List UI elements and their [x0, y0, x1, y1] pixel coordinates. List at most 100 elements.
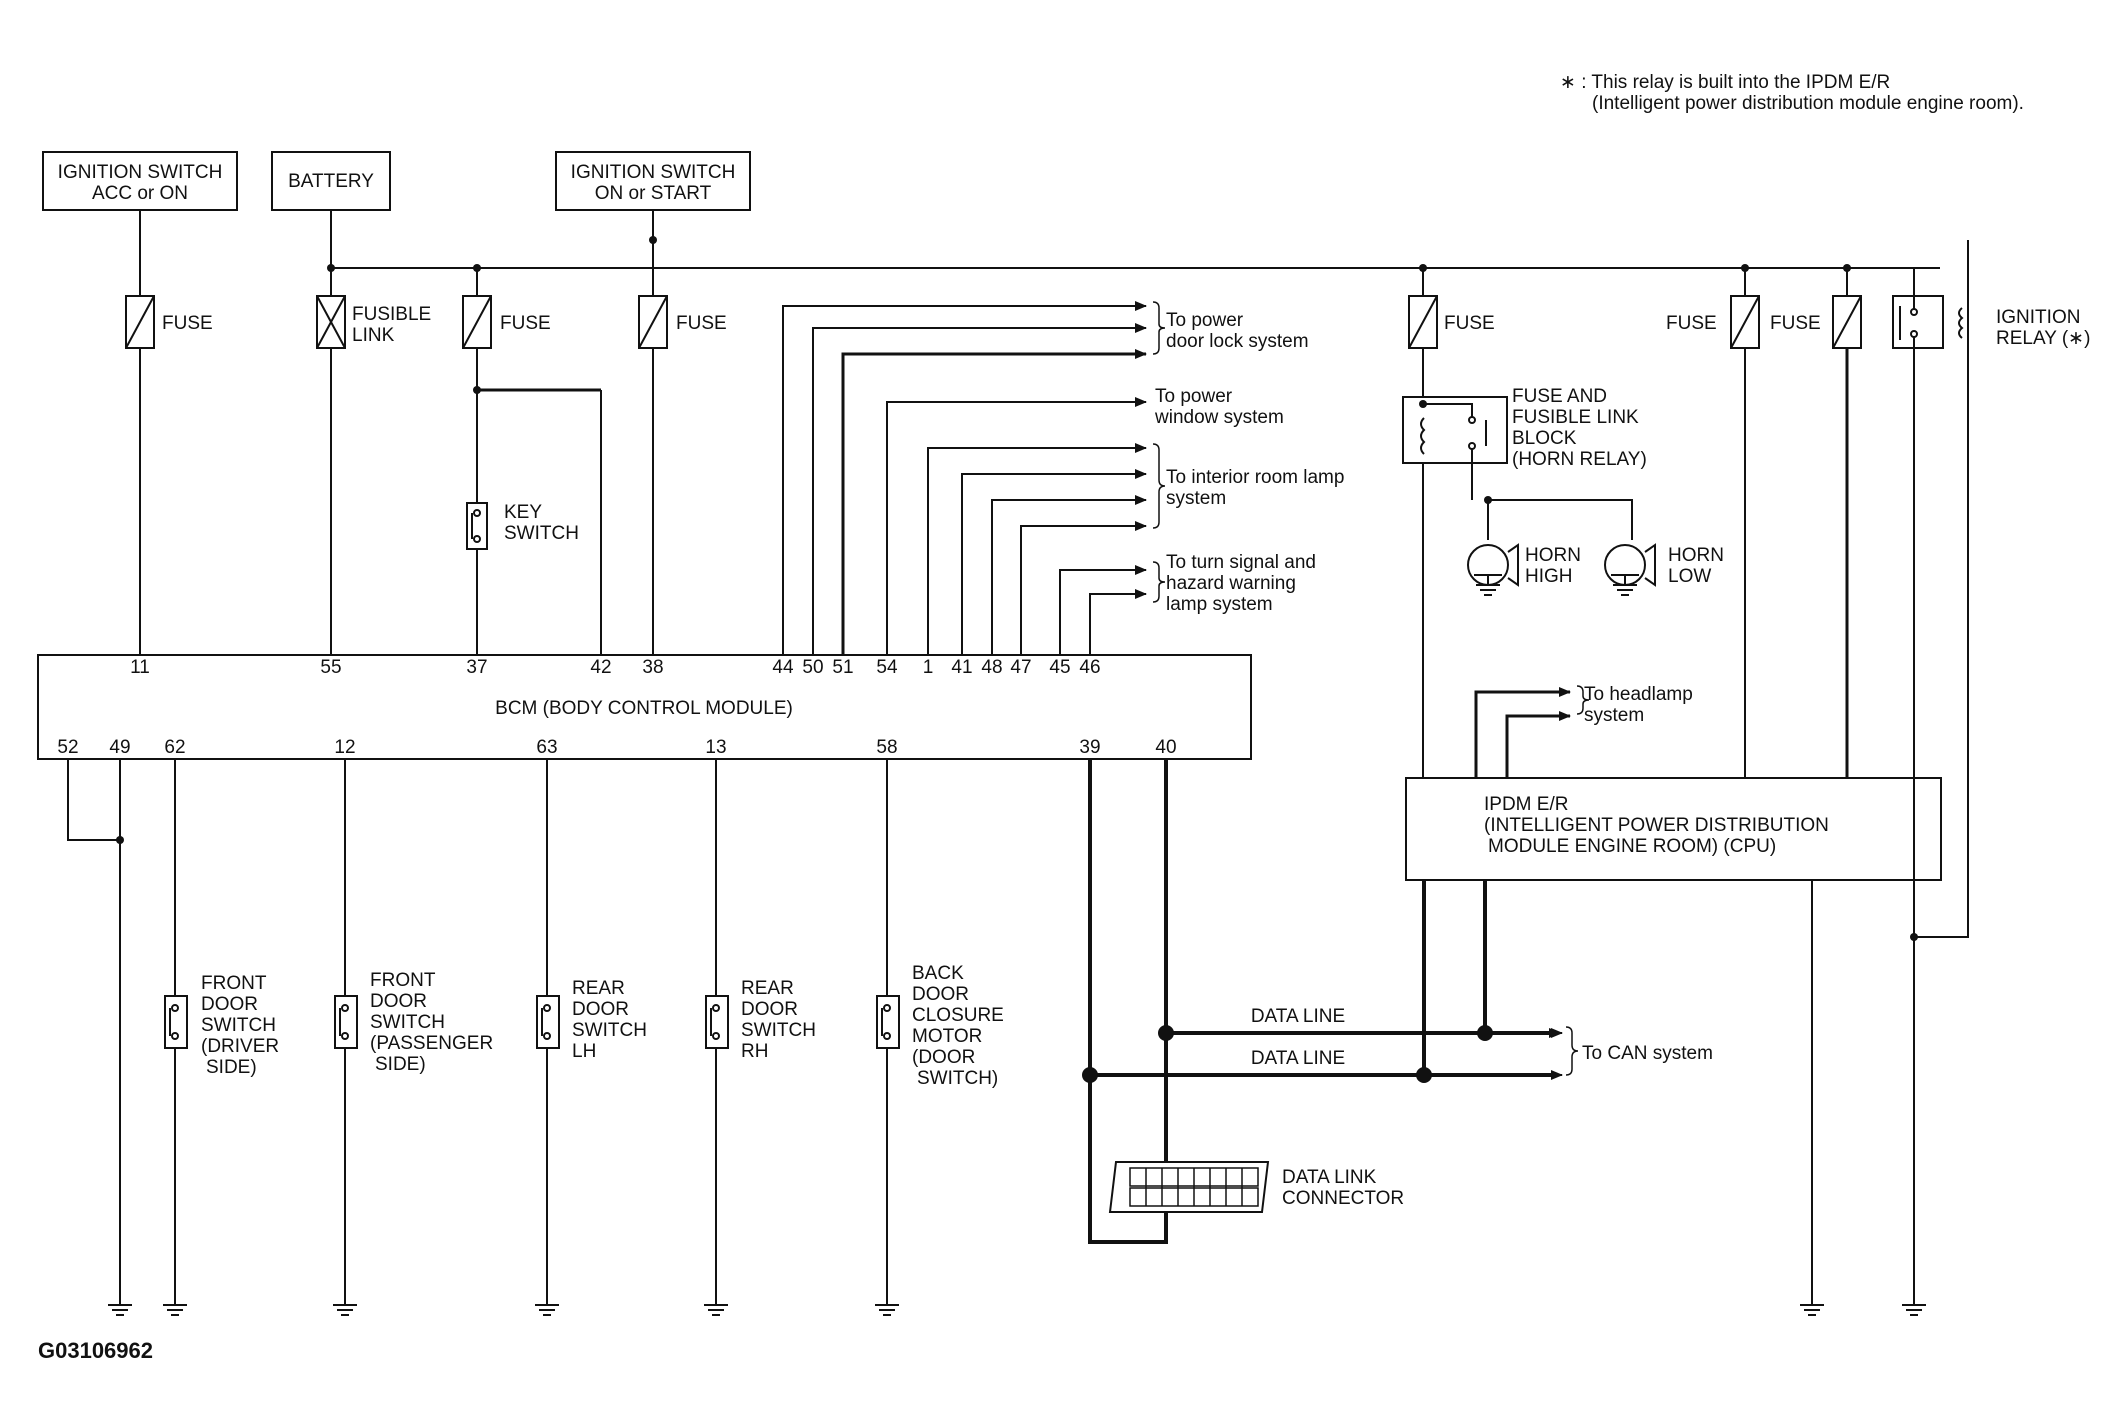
- front-driver-l1: FRONT: [201, 973, 267, 994]
- bcm-pin-38: 38: [642, 657, 663, 678]
- front-driver-l3: SWITCH: [201, 1015, 276, 1036]
- bcm-pin-46: 46: [1079, 657, 1100, 678]
- ipdm-fuse-2-label: FUSE: [1770, 313, 1821, 334]
- bcm-pin-45: 45: [1049, 657, 1070, 678]
- rear-rh-l2: DOOR: [741, 999, 798, 1020]
- bcm-pin-39: 39: [1079, 737, 1100, 758]
- ignition-switch-start-box: IGNITION SWITCH ON or START: [555, 151, 751, 211]
- rear-lh-l2: DOOR: [572, 999, 629, 1020]
- ignition-switch-acc-box: IGNITION SWITCH ACC or ON: [42, 151, 238, 211]
- fuse-acc: FUSE: [125, 210, 213, 655]
- bcm-pin-11: 11: [130, 657, 150, 678]
- ipdm-fuse-2: FUSE: [1770, 268, 1862, 778]
- horn-low-label-2: LOW: [1668, 566, 1711, 587]
- front-driver-l2: DOOR: [201, 994, 258, 1015]
- battery-box: BATTERY: [271, 151, 391, 211]
- ignition-switch-acc-label-1: IGNITION SWITCH: [58, 162, 223, 183]
- rear-rh-l4: RH: [741, 1041, 768, 1062]
- bcm-pin-48: 48: [981, 657, 1002, 678]
- fusible-link-label-2: LINK: [352, 325, 395, 346]
- fusible-link: FUSIBLE LINK: [316, 268, 431, 655]
- horn-low-label-1: HORN: [1668, 545, 1724, 566]
- fuse-start-label: FUSE: [676, 313, 727, 334]
- rear-rh-l1: REAR: [741, 978, 794, 999]
- fuse-key-label: FUSE: [500, 313, 551, 334]
- horn-high: HORN HIGH: [1467, 543, 1581, 587]
- horn-block-label-4: (HORN RELAY): [1512, 449, 1647, 470]
- ignition-switch-start-label-2: ON or START: [595, 183, 712, 204]
- headlamp-label-1: To headlamp: [1584, 684, 1693, 705]
- ground-jumper-52-49: [67, 759, 124, 1305]
- bcm-pin-54: 54: [876, 657, 898, 678]
- front-door-switch-driver: FRONT DOOR SWITCH (DRIVER SIDE): [164, 759, 279, 1305]
- relay-note-line2: (Intelligent power distribution module e…: [1592, 93, 2024, 114]
- bcm-pin-52: 52: [57, 737, 78, 758]
- horn-fuse: FUSE: [1408, 268, 1495, 778]
- front-driver-l5: SIDE): [206, 1057, 257, 1078]
- door-lock-label-1: To power: [1166, 310, 1244, 331]
- headlamp-label-2: system: [1584, 705, 1644, 726]
- turn-signal-label-1: To turn signal and: [1166, 552, 1316, 573]
- back-door-l3: CLOSURE: [912, 1005, 1004, 1026]
- bcm-pin-51: 51: [832, 657, 853, 678]
- back-door-l1: BACK: [912, 963, 964, 984]
- rear-door-switch-rh: REAR DOOR SWITCH RH: [705, 759, 816, 1305]
- front-passenger-l4: (PASSENGER: [370, 1033, 493, 1054]
- door-lock-outputs: To power door lock system: [782, 301, 1309, 655]
- front-passenger-l5: SIDE): [375, 1054, 426, 1075]
- room-lamp-outputs: To interior room lamp system: [927, 443, 1344, 655]
- bcm-label: BCM (BODY CONTROL MODULE): [495, 698, 793, 719]
- relay-note-line1: ∗ : This relay is built into the IPDM E/…: [1560, 72, 1890, 93]
- bcm-pin-13: 13: [705, 737, 726, 758]
- rear-lh-l3: SWITCH: [572, 1020, 647, 1041]
- can-system-label: To CAN system: [1582, 1043, 1713, 1064]
- front-passenger-l1: FRONT: [370, 970, 436, 991]
- room-lamp-label-1: To interior room lamp: [1166, 467, 1344, 488]
- front-driver-l4: (DRIVER: [201, 1036, 279, 1057]
- dlc-label-1: DATA LINK: [1282, 1167, 1377, 1188]
- horn-relay-block: FUSE AND FUSIBLE LINK BLOCK (HORN RELAY): [1402, 386, 1647, 500]
- ipdm-fuse-1: FUSE: [1666, 268, 1760, 778]
- ipdm-module: IPDM E/R (INTELLIGENT POWER DISTRIBUTION…: [1405, 777, 1942, 1305]
- horn-block-label-3: BLOCK: [1512, 428, 1577, 449]
- ipdm-fuse-1-label: FUSE: [1666, 313, 1717, 334]
- dlc-label-2: CONNECTOR: [1282, 1188, 1404, 1209]
- ignition-relay: IGNITION RELAY (∗): [1892, 240, 2090, 1305]
- battery-label: BATTERY: [288, 171, 374, 192]
- bcm-pin-50: 50: [802, 657, 823, 678]
- rear-door-switch-lh: REAR DOOR SWITCH LH: [536, 759, 647, 1305]
- back-door-l5: (DOOR: [912, 1047, 975, 1068]
- bcm-pin-41: 41: [951, 657, 972, 678]
- bcm-pin-58: 58: [876, 737, 897, 758]
- front-passenger-l2: DOOR: [370, 991, 427, 1012]
- front-door-switch-passenger: FRONT DOOR SWITCH (PASSENGER SIDE): [334, 759, 493, 1305]
- back-door-l6: SWITCH): [917, 1068, 998, 1089]
- turn-signal-outputs: To turn signal and hazard warning lamp s…: [1059, 552, 1316, 655]
- room-lamp-label-2: system: [1166, 488, 1226, 509]
- data-link-connector: DATA LINK CONNECTOR: [1108, 1161, 1404, 1213]
- data-line-2-label: DATA LINE: [1251, 1048, 1345, 1069]
- horn-high-label-1: HORN: [1525, 545, 1581, 566]
- bcm-pin-63: 63: [536, 737, 557, 758]
- ipdm-label-2: (INTELLIGENT POWER DISTRIBUTION: [1484, 815, 1829, 836]
- horn-low: HORN LOW: [1604, 543, 1724, 587]
- fuse-key: FUSE: [462, 268, 602, 655]
- bcm-pin-40: 40: [1155, 737, 1176, 758]
- bcm-pin-44: 44: [772, 657, 794, 678]
- door-lock-label-2: door lock system: [1166, 331, 1309, 352]
- horn-block-label-1: FUSE AND: [1512, 386, 1607, 407]
- power-window-label-2: window system: [1154, 407, 1284, 428]
- fuse-start: FUSE: [638, 240, 727, 655]
- ignition-relay-label-2: RELAY (∗): [1996, 328, 2090, 349]
- key-switch-label-2: SWITCH: [504, 523, 579, 544]
- power-window-label-1: To power: [1155, 386, 1233, 407]
- headlamp-outputs: To headlamp system: [1474, 684, 1693, 778]
- bcm-pin-47: 47: [1010, 657, 1031, 678]
- bcm-pin-12: 12: [334, 737, 355, 758]
- turn-signal-label-3: lamp system: [1166, 594, 1273, 615]
- bcm-pin-62: 62: [164, 737, 185, 758]
- horn-block-label-2: FUSIBLE LINK: [1512, 407, 1639, 428]
- horns: HORN HIGH HORN LOW: [1467, 496, 1724, 587]
- ignition-switch-start-label-1: IGNITION SWITCH: [571, 162, 736, 183]
